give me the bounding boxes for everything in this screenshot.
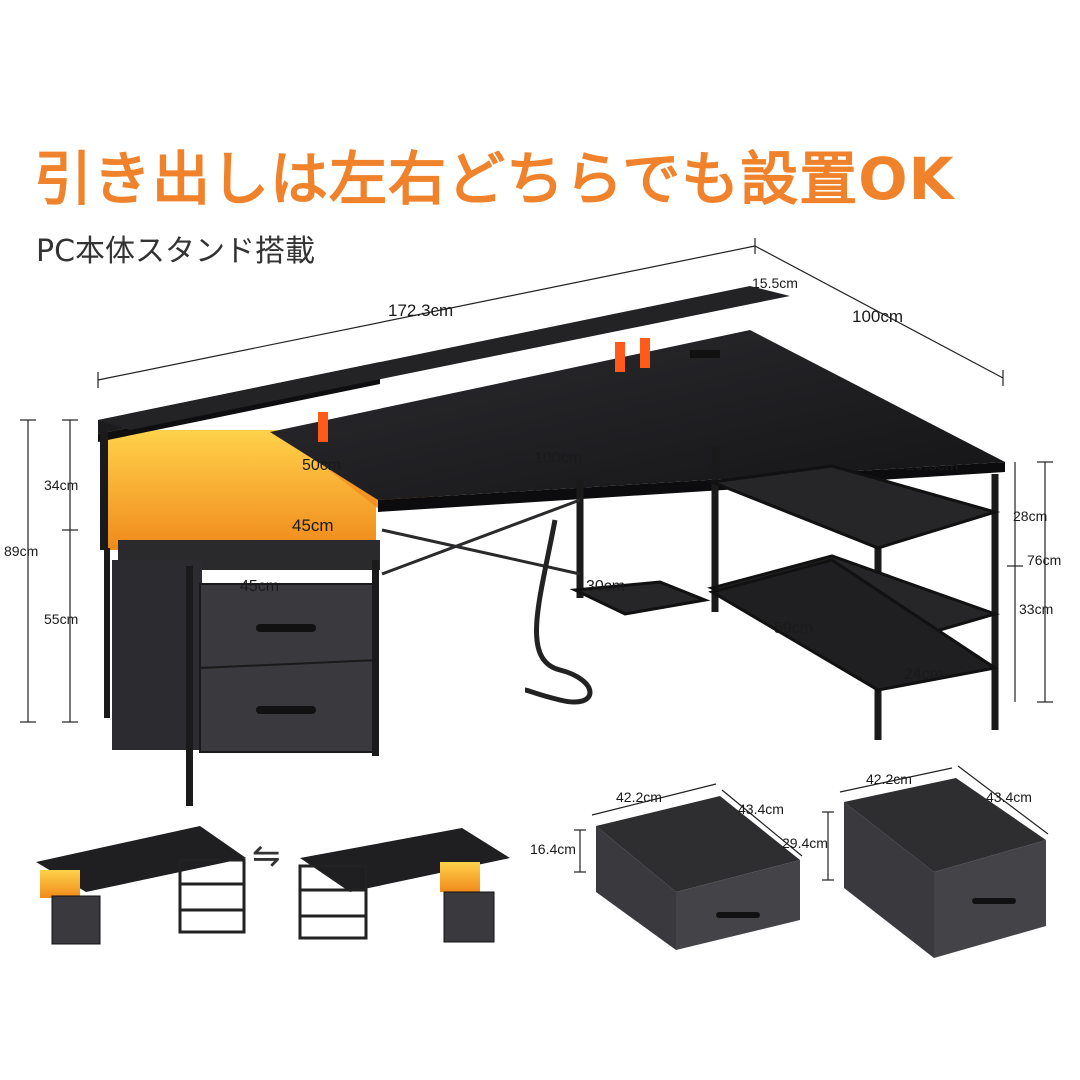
power-cable	[524, 519, 593, 705]
label-pc-shelf-width: 30cm	[586, 578, 626, 595]
page-subtitle: PC本体スタンド搭載	[36, 234, 316, 269]
label-desk-height: 55cm	[44, 611, 79, 627]
label-large-drawer-width: 42.2cm	[866, 771, 912, 787]
label-side-height: 76cm	[1027, 552, 1062, 568]
desk-main-top	[98, 286, 1005, 512]
dimension-lines	[20, 238, 1053, 723]
label-large-drawer-height: 29.4cm	[782, 835, 828, 851]
label-shelf-bottom-depth: 24cm	[904, 666, 944, 683]
label-side-top-width: 29.8cm	[906, 457, 959, 474]
label-small-drawer-height: 16.4cm	[530, 841, 576, 857]
label-left-depth: 50cm	[302, 457, 342, 474]
label-cabinet-width: 45cm	[240, 578, 280, 595]
label-side-width: 100cm	[852, 307, 904, 326]
drawer-large-illustration	[822, 765, 1049, 958]
label-pc-stand-depth: 45cm	[292, 516, 334, 535]
drawer-small-illustration	[574, 783, 803, 950]
label-total-height: 89cm	[4, 543, 39, 559]
label-shelf-depth: 15.5cm	[752, 275, 798, 291]
label-large-drawer-depth: 43.4cm	[986, 789, 1032, 805]
label-main-length: 100cm	[534, 450, 583, 467]
label-riser-height: 34cm	[44, 477, 79, 493]
pc-stand-shelf	[569, 580, 711, 616]
page-title: 引き出しは左右どちらでも設置OK	[34, 145, 955, 213]
side-shelving	[706, 464, 1001, 692]
label-bottom-shelf-length: 59cm	[774, 620, 814, 637]
label-small-drawer-width: 42.2cm	[616, 789, 662, 805]
label-lower-shelf-height: 33cm	[1019, 601, 1054, 617]
label-small-drawer-depth: 43.4cm	[738, 801, 784, 817]
layout-thumbnail-left	[36, 826, 246, 945]
layout-thumbnail-right	[298, 828, 510, 943]
label-upper-shelf-height: 28cm	[1013, 508, 1048, 524]
label-total-width: 172.3cm	[388, 301, 454, 320]
swap-arrows-icon: ⇋	[252, 836, 281, 876]
